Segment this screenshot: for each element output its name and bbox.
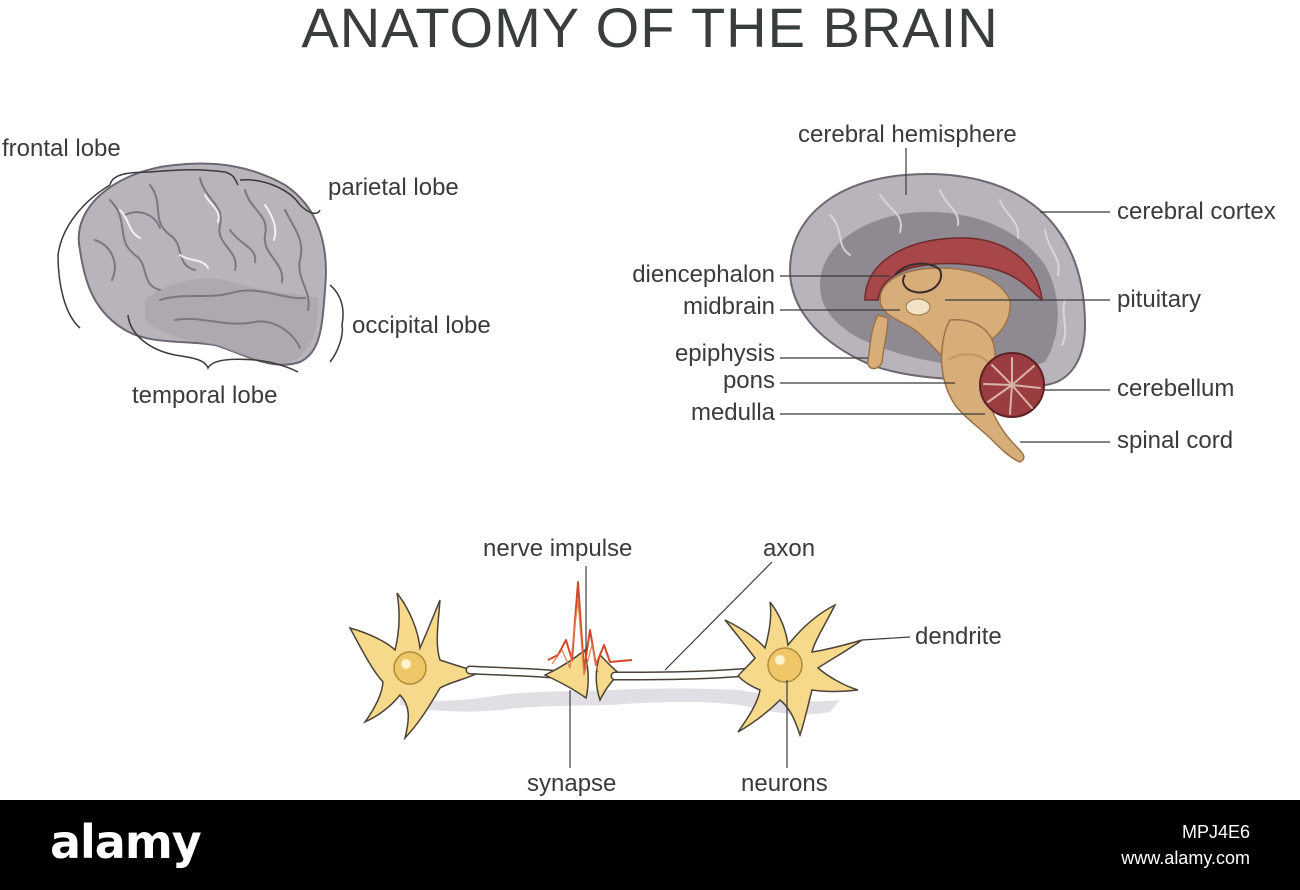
label-frontal-lobe: frontal lobe [2, 136, 121, 162]
label-cerebellum: cerebellum [1117, 376, 1234, 402]
label-pons: pons [560, 368, 775, 394]
label-cerebral-hemisphere: cerebral hemisphere [798, 122, 1017, 148]
label-diencephalon: diencephalon [560, 262, 775, 288]
site-url: www.alamy.com [1121, 848, 1250, 868]
label-medulla: medulla [560, 400, 775, 426]
label-nerve-impulse: nerve impulse [483, 536, 632, 562]
label-axon: axon [763, 536, 815, 562]
label-parietal-lobe: parietal lobe [328, 175, 459, 201]
label-occipital-lobe: occipital lobe [352, 313, 491, 339]
lateral-brain-illustration [58, 164, 343, 372]
label-midbrain: midbrain [560, 294, 775, 320]
label-synapse: synapse [527, 771, 616, 797]
label-dendrite: dendrite [915, 624, 1002, 650]
neurons-illustration [350, 562, 910, 768]
sagittal-brain-illustration [780, 148, 1110, 462]
label-epiphysis: epiphysis [560, 341, 775, 367]
image-id: MPJ4E6 [1182, 822, 1250, 842]
label-spinal-cord: spinal cord [1117, 428, 1233, 454]
label-cerebral-cortex: cerebral cortex [1117, 199, 1276, 225]
alamy-logo: alamy [50, 814, 201, 870]
label-pituitary: pituitary [1117, 287, 1201, 313]
label-neurons: neurons [741, 771, 828, 797]
label-temporal-lobe: temporal lobe [132, 383, 277, 409]
watermark-footer: alamy MPJ4E6 www.alamy.com [0, 800, 1300, 890]
